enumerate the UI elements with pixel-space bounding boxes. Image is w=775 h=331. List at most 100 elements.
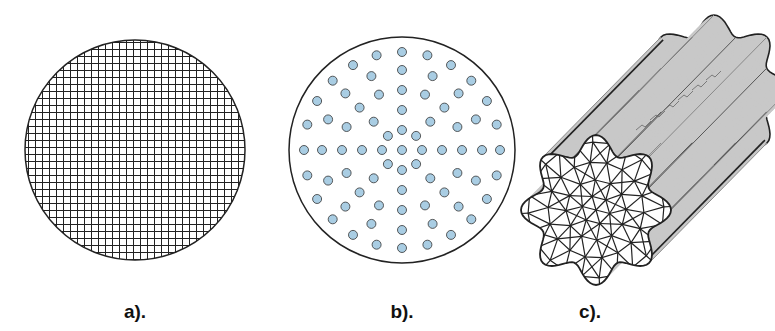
stroke xyxy=(569,124,576,145)
stroke xyxy=(528,208,548,214)
stroke xyxy=(566,211,586,220)
stroke xyxy=(559,153,561,178)
dot xyxy=(398,244,407,253)
dot xyxy=(372,240,381,249)
stroke xyxy=(633,267,645,286)
dot xyxy=(375,90,384,99)
dot xyxy=(398,146,407,155)
dot xyxy=(369,117,378,126)
stroke xyxy=(574,145,575,167)
stroke xyxy=(590,162,595,180)
texture xyxy=(678,91,693,100)
dot xyxy=(471,176,480,185)
stroke xyxy=(595,163,607,180)
figure-label: c). xyxy=(579,301,601,323)
stroke xyxy=(550,211,566,224)
dot xyxy=(313,97,322,106)
stroke xyxy=(596,210,600,224)
dot xyxy=(418,146,427,155)
stroke xyxy=(565,257,585,271)
stroke xyxy=(531,231,558,239)
stroke xyxy=(506,213,528,214)
dot xyxy=(412,131,421,140)
stroke xyxy=(646,256,662,271)
stroke xyxy=(565,250,570,270)
stroke xyxy=(610,209,626,213)
stroke xyxy=(622,150,627,170)
dot xyxy=(428,219,437,228)
dot xyxy=(358,146,367,155)
stroke xyxy=(618,253,633,267)
texture xyxy=(664,101,679,110)
stroke xyxy=(592,184,610,197)
stroke xyxy=(582,258,602,277)
stroke xyxy=(570,196,583,207)
stroke xyxy=(610,181,634,184)
dot xyxy=(398,166,407,175)
flute-line xyxy=(618,37,736,157)
stroke xyxy=(586,210,596,220)
stroke xyxy=(580,162,590,184)
dot xyxy=(341,89,350,98)
grid-cross-section xyxy=(25,40,245,260)
stroke xyxy=(602,236,612,258)
dot xyxy=(453,169,462,178)
dot xyxy=(454,89,463,98)
dot xyxy=(482,195,491,204)
stroke xyxy=(592,197,596,211)
stroke xyxy=(558,226,571,239)
dot xyxy=(426,174,435,183)
dot xyxy=(423,51,432,60)
dot xyxy=(355,103,364,112)
stroke xyxy=(528,142,664,278)
dot xyxy=(492,120,501,129)
stroke xyxy=(634,181,661,189)
stroke xyxy=(529,149,545,164)
stroke xyxy=(546,164,552,191)
stroke xyxy=(610,170,622,184)
stroke xyxy=(661,183,682,190)
stroke xyxy=(559,153,574,167)
stroke xyxy=(602,258,617,275)
stroke xyxy=(590,142,593,162)
dot xyxy=(412,160,421,169)
stroke xyxy=(626,196,642,209)
dotted-cross-section xyxy=(289,37,515,263)
mesh xyxy=(506,120,686,300)
stroke xyxy=(580,184,592,196)
dot xyxy=(440,188,449,197)
dot xyxy=(313,195,322,204)
dot xyxy=(471,115,480,124)
dot xyxy=(328,215,337,224)
stroke xyxy=(531,224,550,231)
dot xyxy=(398,186,407,195)
dot xyxy=(367,72,376,81)
dot xyxy=(478,146,487,155)
stroke xyxy=(617,253,618,275)
figure-label: a). xyxy=(124,301,146,323)
dot xyxy=(458,146,467,155)
figure-label: b). xyxy=(390,301,413,323)
dot xyxy=(342,123,351,132)
stroke xyxy=(566,180,626,240)
stroke xyxy=(622,181,635,194)
stroke xyxy=(575,145,590,162)
dot xyxy=(303,120,312,129)
stroke xyxy=(634,173,653,181)
dot xyxy=(303,171,312,180)
stroke xyxy=(600,224,612,236)
dot xyxy=(496,146,505,155)
texture xyxy=(692,81,707,90)
dot xyxy=(492,171,501,180)
stroke xyxy=(530,191,552,195)
stroke xyxy=(640,225,662,229)
stroke xyxy=(597,240,602,258)
dot xyxy=(398,226,407,235)
stroke xyxy=(599,258,602,278)
dot xyxy=(421,90,430,99)
fluted-rod-illustration xyxy=(506,15,775,300)
texture xyxy=(636,121,651,130)
stroke xyxy=(590,144,610,163)
